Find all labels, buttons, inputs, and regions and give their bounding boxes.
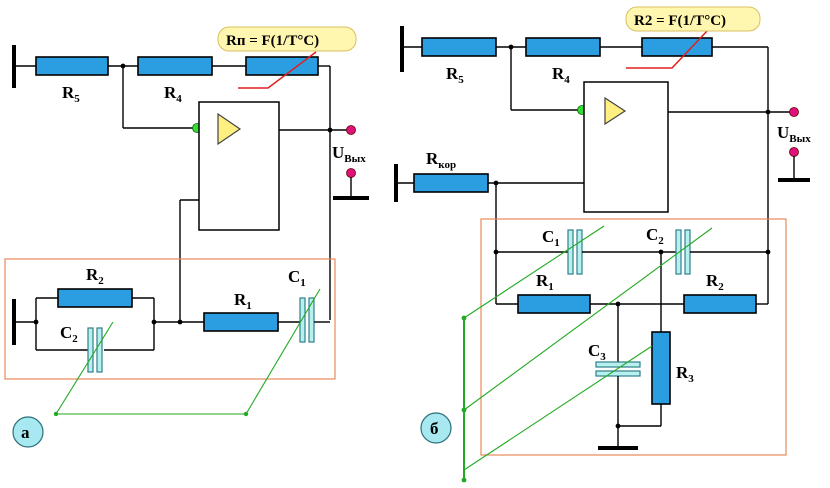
ground-terminal-a [346, 168, 356, 178]
component-label: C1 [288, 267, 306, 289]
component-label: R5 [62, 83, 80, 105]
capacitor-c1-a [299, 297, 306, 343]
resistor-r4-b [525, 37, 601, 57]
thermistor-rp-a [245, 56, 319, 76]
resistor-r4-a [137, 56, 213, 76]
component-label: R1 [234, 290, 252, 312]
badge-a-label: а [21, 423, 30, 442]
component-label: R2 [706, 271, 724, 293]
component-label: C2 [60, 323, 78, 345]
component-label: R1 [536, 271, 554, 293]
component-label: UВых [777, 123, 811, 145]
ground-terminal-b [789, 147, 799, 157]
output-terminal-a [346, 125, 356, 135]
resistor-r5-b [421, 37, 497, 57]
component-label: R2 [86, 265, 104, 287]
component-label: R4 [164, 83, 182, 105]
network-frame-b [480, 218, 787, 456]
component-label: C3 [588, 341, 606, 363]
panel-a: R5 R4 R2 R1 C2 C1 UВых Rп = F(1/T°C) а [4, 26, 369, 448]
formula-a: Rп = F(1/T°C) [226, 33, 319, 49]
resistor-r5-a [35, 56, 109, 76]
capacitor-c1-b [567, 229, 574, 275]
formula-bubble-a [217, 26, 357, 52]
output-terminal-b [789, 107, 799, 117]
opamp-a [198, 101, 280, 231]
resistor-r2-a [57, 288, 133, 308]
component-label: Rкор [426, 149, 456, 171]
badge-a [12, 416, 44, 448]
network-frame-a [4, 258, 336, 380]
component-label: R4 [552, 64, 570, 86]
badge-b [420, 412, 452, 444]
resistor-r2-b [683, 294, 757, 314]
resistor-r1-a [203, 312, 279, 332]
opamp-b-triangle [604, 96, 627, 126]
thermistor-r2-b [641, 37, 713, 57]
formula-bubble-b [625, 6, 761, 32]
resistor-rkor-b [413, 173, 489, 193]
component-label: C2 [646, 225, 664, 247]
component-label: C1 [542, 227, 560, 249]
panel-b: R5 R4 Rкор C1 C2 R1 R2 C3 R3 UВых R2 = F… [394, 6, 811, 483]
resistor-r3-b [651, 331, 671, 405]
capacitor-c3-b [595, 361, 641, 368]
resistor-r1-b [517, 294, 591, 314]
formula-b: R2 = F(1/T°C) [634, 13, 726, 29]
component-label: R5 [446, 64, 464, 86]
opamp-b [583, 81, 669, 213]
badge-b-label: б [430, 419, 439, 438]
component-label: R3 [676, 363, 694, 385]
capacitor-c2-a [87, 327, 94, 373]
component-label: UВых [332, 143, 366, 165]
opamp-a-triangle [217, 112, 242, 146]
